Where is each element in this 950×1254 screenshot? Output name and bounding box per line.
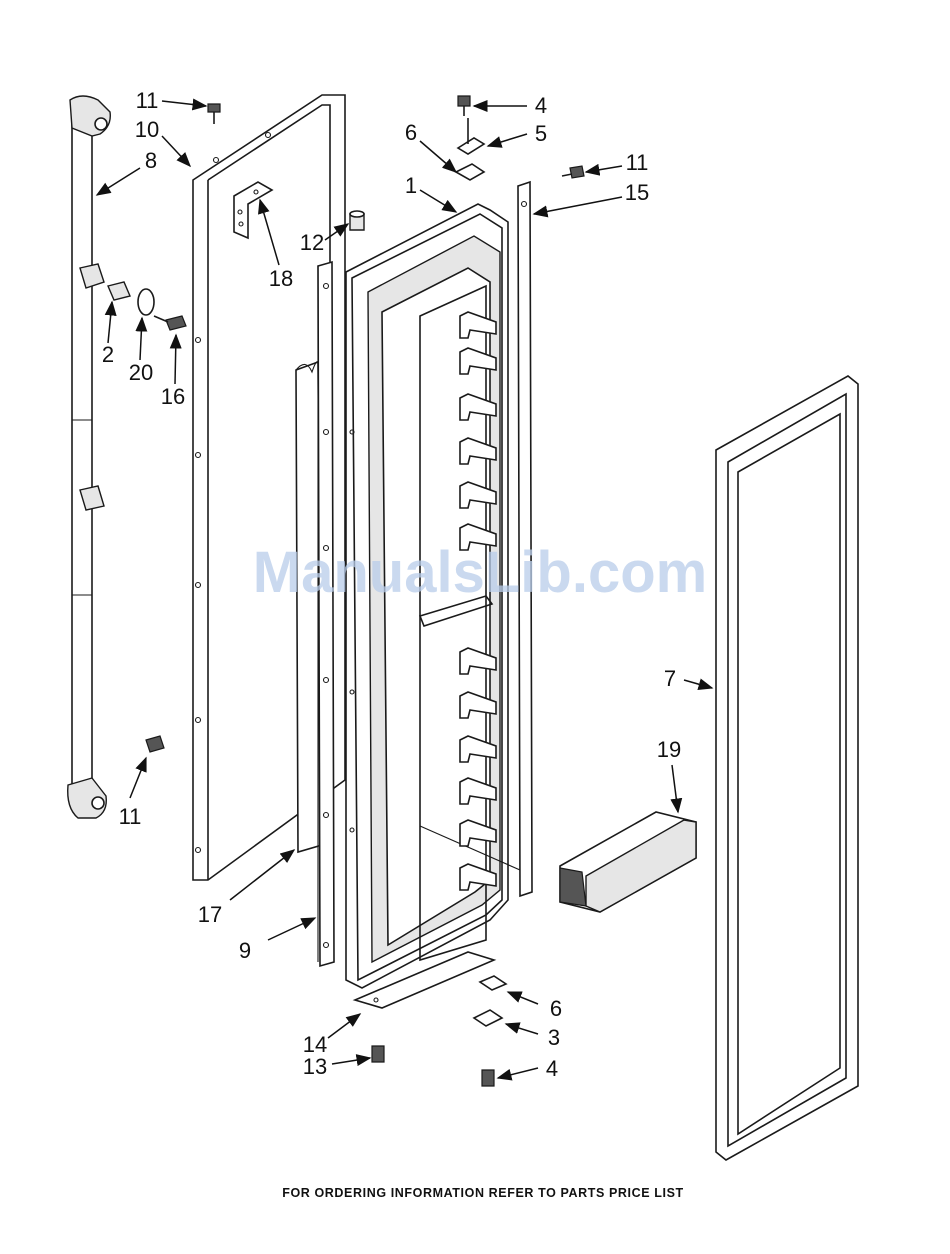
washer-part-20 bbox=[138, 289, 154, 315]
callout-10: 10 bbox=[135, 117, 159, 142]
callout-11-top-left: 11 bbox=[136, 88, 159, 113]
hinge-shim-part-6-top bbox=[456, 164, 484, 180]
footer-ordering-note: FOR ORDERING INFORMATION REFER TO PARTS … bbox=[282, 1186, 684, 1200]
callout-5: 5 bbox=[535, 121, 547, 146]
hinge-part-5-top bbox=[458, 118, 484, 154]
screw-part-4-top bbox=[458, 96, 470, 116]
callout-2: 2 bbox=[102, 342, 114, 367]
callout-11-right: 11 bbox=[626, 150, 649, 175]
callout-12: 12 bbox=[300, 230, 324, 255]
screw-part-4-bottom bbox=[482, 1070, 494, 1086]
callout-4-top: 4 bbox=[535, 93, 547, 118]
callout-9: 9 bbox=[239, 938, 251, 963]
hinge-shim-part-6-bottom bbox=[480, 976, 506, 990]
hinge-part-3-bottom bbox=[474, 1010, 502, 1026]
callout-16: 16 bbox=[161, 384, 185, 409]
door-trim-part-9 bbox=[318, 262, 334, 966]
screw-part-11-right bbox=[562, 166, 584, 178]
callout-19: 19 bbox=[657, 737, 681, 762]
door-gasket-part-7 bbox=[716, 376, 858, 1160]
screw-part-16 bbox=[154, 316, 186, 330]
door-handle-part-19 bbox=[560, 812, 696, 912]
callout-7: 7 bbox=[664, 666, 676, 691]
bushing-part-2 bbox=[108, 282, 130, 300]
watermark-text: ManualsLib.com bbox=[253, 540, 707, 605]
screw-part-13 bbox=[372, 1046, 384, 1062]
callout-8: 8 bbox=[145, 148, 157, 173]
callout-11-lower-left: 11 bbox=[119, 804, 142, 829]
screw-part-11-top-left bbox=[208, 104, 220, 124]
plug-part-12 bbox=[350, 211, 364, 230]
callout-3: 3 bbox=[548, 1025, 560, 1050]
hinge-tube-part-8 bbox=[68, 96, 111, 818]
callout-13: 13 bbox=[303, 1054, 327, 1079]
callout-6-top: 6 bbox=[405, 120, 417, 145]
callout-17: 17 bbox=[198, 902, 222, 927]
callout-20: 20 bbox=[129, 360, 153, 385]
callout-15: 15 bbox=[625, 180, 649, 205]
callout-18: 18 bbox=[269, 266, 293, 291]
callout-1: 1 bbox=[405, 173, 417, 198]
trim-strip-part-15 bbox=[518, 182, 532, 896]
screw-part-11-lower-left bbox=[146, 736, 164, 752]
callout-6-bottom: 6 bbox=[550, 996, 562, 1021]
callout-4-bottom: 4 bbox=[546, 1056, 558, 1081]
